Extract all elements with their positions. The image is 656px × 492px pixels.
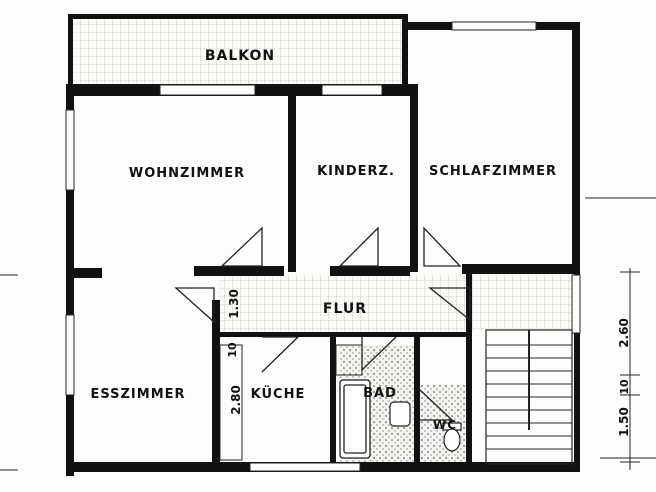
dim-flur-height: 1.30 xyxy=(227,289,241,319)
label-bad: BAD xyxy=(363,386,397,401)
dim-stair-10: 10 xyxy=(618,379,631,395)
label-wohnzimmer: WOHNZIMMER xyxy=(129,166,245,181)
windows xyxy=(65,21,581,472)
label-kueche: KÜCHE xyxy=(251,386,306,402)
dim-small-10: 10 xyxy=(226,342,239,358)
label-kinderzimmer: KINDERZ. xyxy=(317,164,395,179)
stair-landing-floor xyxy=(468,275,578,330)
label-esszimmer: ESSZIMMER xyxy=(90,387,185,402)
toilet xyxy=(442,422,462,452)
interior-walls xyxy=(74,86,578,464)
dim-kueche-height: 2.80 xyxy=(229,385,243,415)
dimension-lines xyxy=(0,197,656,471)
washbasin xyxy=(389,401,411,427)
label-wc: WC xyxy=(433,418,457,432)
bathtub xyxy=(339,379,371,459)
label-schlafzimmer: SCHLAFZIMMER xyxy=(429,164,557,179)
dim-stair-150: 1.50 xyxy=(617,407,631,437)
kitchen-counter xyxy=(219,344,363,461)
dim-stair-260: 2.60 xyxy=(617,318,631,348)
label-balkon: BALKON xyxy=(205,48,275,64)
balcony xyxy=(68,14,408,89)
staircase xyxy=(485,329,573,465)
hallway-floor xyxy=(218,275,470,335)
label-flur: FLUR xyxy=(323,301,367,317)
